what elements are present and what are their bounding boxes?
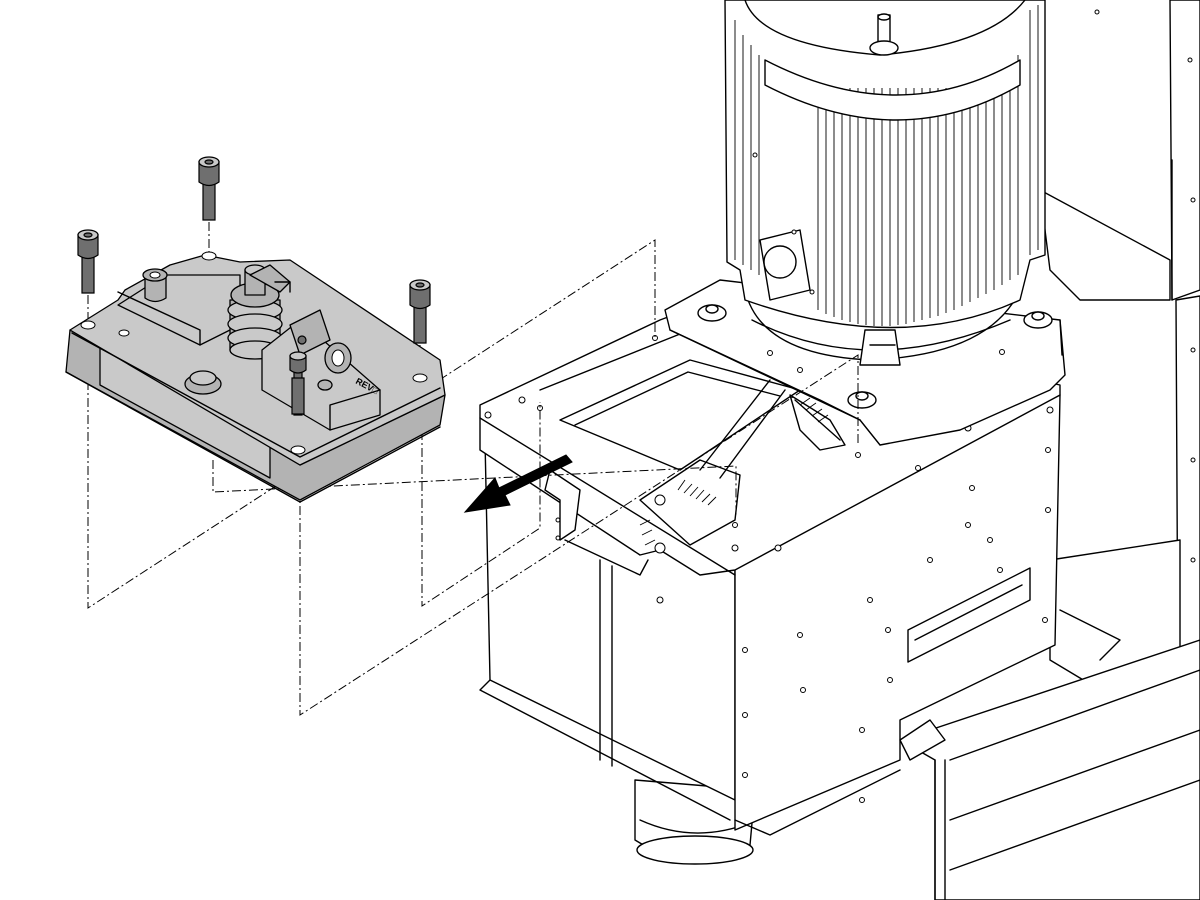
screw-1-icon [77, 229, 99, 294]
machine-column [899, 0, 1200, 900]
screw-3-icon [409, 279, 431, 344]
spindle-motor [724, 0, 1046, 366]
cover-assembly: REV□ [65, 251, 446, 503]
flange-bolts [697, 304, 1053, 409]
screw-2-icon [198, 156, 220, 221]
arrow-left-down-icon [463, 454, 573, 513]
gear-teeth [639, 479, 717, 554]
front-bolt-holes [555, 447, 1051, 803]
screw-4-icon [291, 377, 305, 415]
cooling-fins [734, 5, 1039, 326]
